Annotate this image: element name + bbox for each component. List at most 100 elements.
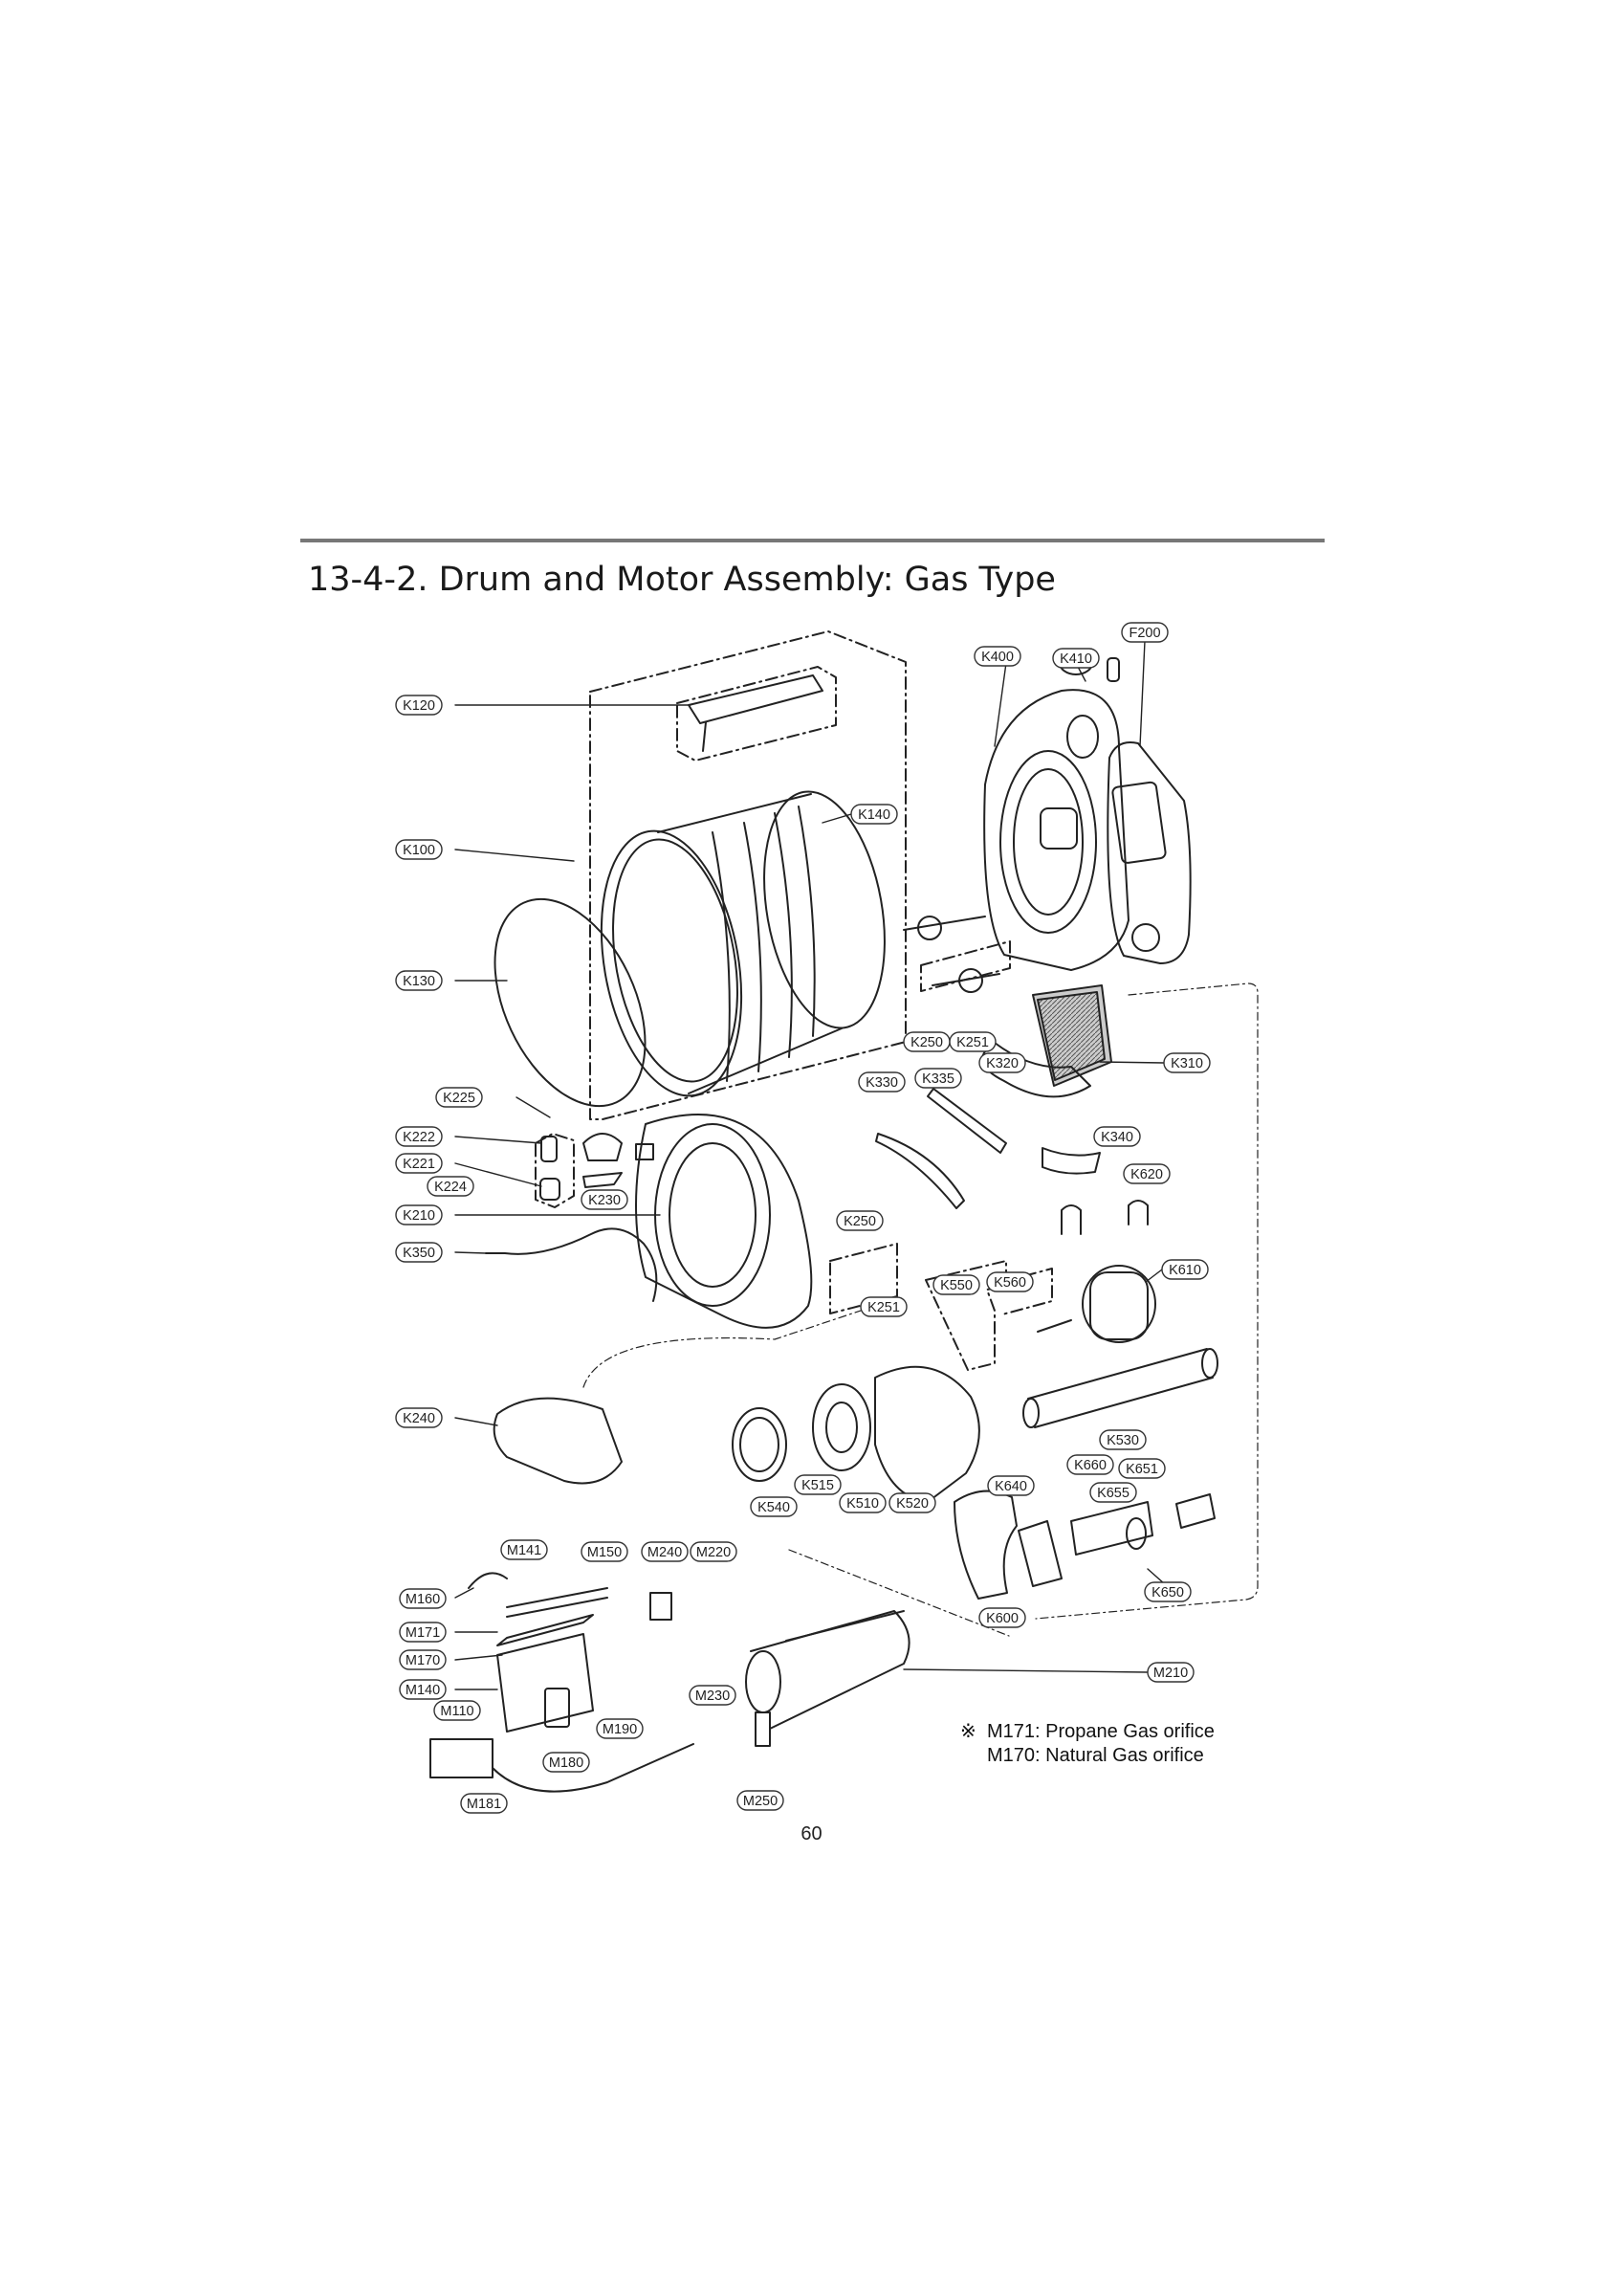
svg-text:K620: K620 [1130, 1167, 1163, 1182]
callout-K660: K660 [1066, 1454, 1114, 1475]
callout-K550: K550 [932, 1274, 980, 1295]
svg-text:K660: K660 [1074, 1458, 1107, 1473]
svg-text:K320: K320 [986, 1056, 1019, 1071]
svg-text:K250: K250 [910, 1035, 943, 1050]
callout-K651: K651 [1118, 1458, 1166, 1479]
callout-M140: M140 [399, 1679, 447, 1700]
callout-K240: K240 [395, 1407, 443, 1428]
svg-text:K225: K225 [443, 1091, 475, 1106]
callout-M230: M230 [689, 1685, 736, 1706]
svg-text:M171: M171 [406, 1625, 440, 1641]
orifice-note: ※M171: Propane Gas orifice M170: Natural… [960, 1720, 1215, 1768]
callout-M220: M220 [690, 1541, 737, 1562]
svg-text:K210: K210 [403, 1208, 435, 1224]
svg-text:K510: K510 [846, 1496, 879, 1512]
svg-text:M180: M180 [549, 1755, 583, 1771]
callout-K221: K221 [395, 1153, 443, 1174]
svg-text:K310: K310 [1171, 1056, 1203, 1071]
svg-text:K120: K120 [403, 698, 435, 714]
svg-text:K350: K350 [403, 1246, 435, 1261]
callout-M110: M110 [433, 1700, 481, 1721]
svg-text:M210: M210 [1153, 1666, 1188, 1681]
drum [600, 790, 886, 1097]
callout-K222: K222 [395, 1126, 443, 1147]
svg-text:K224: K224 [434, 1180, 467, 1195]
svg-text:K222: K222 [403, 1130, 435, 1145]
callout-M150: M150 [581, 1541, 628, 1562]
drive-motor [1037, 1200, 1156, 1343]
callout-K250-front: K250 [836, 1210, 884, 1231]
callout-K140: K140 [850, 804, 898, 825]
callout-K610: K610 [1161, 1259, 1209, 1280]
duct-gasket [1042, 1147, 1101, 1175]
callout-K250-rear: K250 [903, 1031, 951, 1052]
title-rule [300, 539, 1325, 542]
svg-text:M140: M140 [406, 1683, 440, 1698]
svg-text:M150: M150 [587, 1545, 622, 1560]
svg-text:K335: K335 [922, 1071, 954, 1087]
svg-text:K610: K610 [1169, 1263, 1201, 1278]
callout-K655: K655 [1089, 1482, 1137, 1503]
svg-text:F200: F200 [1129, 626, 1160, 641]
callout-K560: K560 [986, 1271, 1034, 1292]
callout-K620: K620 [1123, 1163, 1171, 1184]
callout-K251-rear: K251 [949, 1031, 997, 1052]
front-support-rail [875, 1133, 965, 1209]
svg-text:K530: K530 [1107, 1433, 1139, 1448]
gas-valve-assembly [429, 1572, 694, 1793]
svg-text:K251: K251 [867, 1300, 900, 1315]
callout-M210: M210 [1147, 1662, 1195, 1683]
drum-group-outline [535, 630, 1053, 1371]
callout-K224: K224 [427, 1176, 474, 1197]
svg-text:K650: K650 [1151, 1585, 1184, 1601]
door-switch [539, 1133, 654, 1201]
callout-K410: K410 [1052, 648, 1100, 669]
svg-text:M250: M250 [743, 1794, 778, 1809]
svg-text:M110: M110 [440, 1704, 473, 1719]
latch-knob [1107, 657, 1120, 682]
svg-text:K655: K655 [1097, 1486, 1130, 1501]
lint-filter [1032, 984, 1112, 1087]
svg-text:M170: M170 [406, 1653, 440, 1668]
callout-K130: K130 [395, 970, 443, 991]
callout-labels: F200 K400 K410 K120 K140 K100 K130 K250 … [395, 622, 1211, 1814]
page-number: 60 [801, 1823, 822, 1844]
svg-text:M160: M160 [406, 1592, 440, 1607]
svg-text:M181: M181 [467, 1797, 501, 1812]
note-line-propane: ※M171: Propane Gas orifice [960, 1721, 1215, 1742]
callout-K330: K330 [858, 1071, 906, 1093]
callout-K650: K650 [1144, 1581, 1192, 1602]
guide-lines [582, 982, 1259, 1637]
callout-F200: F200 [1121, 622, 1169, 643]
callout-K335: K335 [914, 1068, 962, 1089]
svg-text:K515: K515 [801, 1478, 834, 1493]
callout-K350: K350 [395, 1242, 443, 1263]
svg-text:K400: K400 [981, 650, 1014, 665]
callout-M250: M250 [736, 1790, 784, 1811]
callout-M170: M170 [399, 1649, 447, 1670]
note-line-natural: M170: Natural Gas orifice [987, 1745, 1204, 1766]
blower-housing-cover [493, 1397, 623, 1485]
svg-text:K640: K640 [995, 1479, 1027, 1494]
callout-K340: K340 [1093, 1126, 1141, 1147]
exhaust-duct [1022, 1348, 1218, 1428]
svg-text:M240: M240 [647, 1545, 682, 1560]
callout-K310: K310 [1163, 1052, 1211, 1073]
callout-M180: M180 [542, 1752, 590, 1773]
control-panel [1107, 741, 1192, 964]
svg-text:K251: K251 [956, 1035, 989, 1050]
svg-text:M220: M220 [696, 1545, 731, 1560]
svg-text:K600: K600 [986, 1611, 1019, 1626]
callout-M181: M181 [460, 1793, 508, 1814]
svg-text:K560: K560 [994, 1275, 1026, 1291]
drum-lifter [688, 674, 823, 724]
callout-M171: M171 [399, 1622, 447, 1643]
svg-text:K330: K330 [866, 1075, 898, 1091]
bearing-cup [1066, 715, 1099, 759]
wire-harness [485, 1227, 658, 1302]
callout-K400: K400 [974, 646, 1021, 667]
leader-lines [454, 640, 1174, 1690]
svg-text:K410: K410 [1060, 651, 1092, 667]
front-bulkhead [635, 1114, 813, 1329]
